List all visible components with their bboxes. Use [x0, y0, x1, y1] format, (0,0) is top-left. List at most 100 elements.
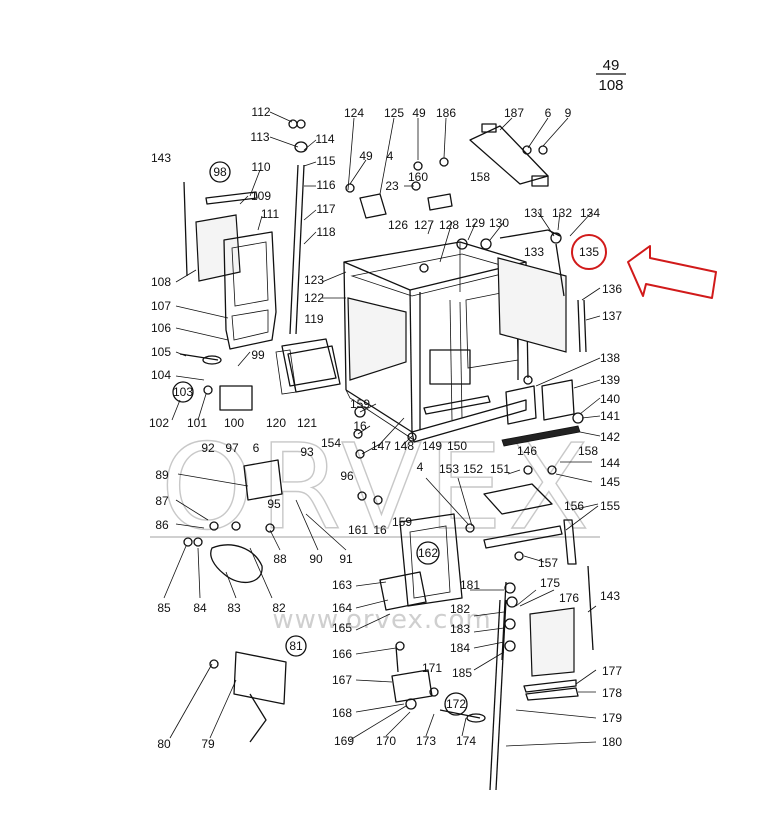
side-window-108: [195, 214, 241, 282]
callout-label-137: 137: [602, 309, 622, 323]
callout-label-134: 134: [580, 206, 600, 220]
svg-text:162: 162: [418, 546, 438, 560]
handle-105: [179, 353, 219, 361]
callout-label-99: 99: [251, 348, 265, 362]
callout-label-92: 92: [201, 441, 215, 455]
cab-floor-rail: [411, 399, 527, 443]
callout-label-176: 176: [559, 591, 579, 605]
callout-label-6: 6: [253, 441, 260, 455]
callout-label-160: 160: [408, 170, 428, 184]
floor-bar-149: [423, 395, 491, 415]
callout-label-49: 49: [359, 149, 373, 163]
rear-window-133: [497, 257, 567, 353]
svg-text:81: 81: [289, 639, 303, 653]
callout-label-141: 141: [600, 409, 620, 423]
panel-120: [287, 345, 341, 393]
callout-label-100: 100: [224, 416, 244, 430]
post-156: [563, 519, 577, 565]
circled-label-162: [416, 541, 440, 565]
callout-label-123: 123: [304, 273, 324, 287]
callout-label-112: 112: [251, 105, 270, 119]
column-117: [289, 164, 299, 335]
callout-label-147: 147: [371, 439, 391, 453]
callout-label-124: 124: [344, 106, 364, 120]
callout-label-146: 146: [517, 444, 537, 458]
callout-label-16: 16: [353, 419, 367, 433]
strip-178: [525, 687, 579, 701]
callout-label-139: 139: [600, 373, 620, 387]
callout-label-104: 104: [151, 368, 171, 382]
mirror-83: [210, 544, 263, 584]
callout-label-154: 154: [321, 436, 341, 450]
circled-label-98: [209, 161, 231, 183]
strip-136: [577, 299, 581, 353]
callout-label-170: 170: [376, 734, 396, 748]
callout-label-120: 120: [266, 416, 286, 430]
callout-label-168: 168: [332, 706, 352, 720]
leader-lines: [163, 111, 601, 747]
callout-label-183: 183: [450, 622, 470, 636]
callout-label-143: 143: [600, 589, 620, 603]
callout-label-166: 166: [332, 647, 352, 661]
callout-label-93: 93: [300, 445, 314, 459]
callout-label-90: 90: [309, 552, 323, 566]
cap-113: [294, 141, 308, 153]
callout-label-171: 171: [422, 661, 442, 675]
rail-155: [483, 525, 563, 549]
callout-label-131: 131: [524, 206, 544, 220]
callout-label-177: 177: [602, 664, 622, 678]
callout-label-165: 165: [332, 621, 352, 635]
circled-label-103: [172, 381, 194, 403]
callout-label-159: 159: [392, 515, 412, 529]
door-frame-162: [399, 513, 463, 607]
callout-label-96: 96: [340, 469, 354, 483]
rod-143-left: [183, 181, 188, 277]
callout-label-107: 107: [151, 299, 171, 313]
plate-160: [427, 193, 453, 211]
callout-label-88: 88: [273, 552, 287, 566]
callout-label-179: 179: [602, 711, 622, 725]
callout-label-109: 109: [251, 189, 271, 203]
latch-100: [219, 385, 253, 411]
callout-label-173: 173: [416, 734, 436, 748]
strip-177: [523, 679, 577, 693]
rod-143-right: [587, 565, 594, 651]
callout-label-110: 110: [251, 160, 270, 174]
callout-label-130: 130: [489, 216, 509, 230]
callout-label-155: 155: [600, 499, 620, 513]
callout-label-9: 9: [565, 106, 572, 120]
callout-label-4: 4: [417, 460, 424, 474]
callout-label-113: 113: [250, 130, 269, 144]
callout-label-182: 182: [450, 602, 470, 616]
callout-label-16: 16: [373, 523, 387, 537]
strip-110: [205, 191, 258, 205]
callout-label-178: 178: [602, 686, 622, 700]
svg-text:98: 98: [213, 165, 227, 179]
panel-119: [281, 338, 337, 387]
cab-front-post-right: [409, 289, 413, 433]
callout-label-143: 143: [151, 151, 171, 165]
callout-label-145: 145: [600, 475, 620, 489]
panel-138: [505, 385, 537, 425]
callout-label-159: 159: [350, 397, 370, 411]
part-highlight: [571, 234, 717, 299]
callout-label-111: 111: [261, 207, 280, 221]
highlighted-part-label: 135: [579, 245, 599, 259]
watermark-url: www.orvex.com: [272, 605, 491, 635]
callout-label-169: 169: [334, 734, 354, 748]
page-number: 49 108: [596, 57, 626, 94]
callout-label-83: 83: [227, 601, 241, 615]
panel-139: [541, 379, 575, 421]
strip-137: [583, 299, 587, 353]
callout-label-132: 132: [552, 206, 572, 220]
door-frame-107: [223, 231, 277, 350]
callout-label-116: 116: [316, 178, 335, 192]
page-number-total: 108: [598, 77, 623, 94]
circled-label-172: [444, 692, 468, 716]
callout-label-181: 181: [460, 578, 480, 592]
plate-125: [359, 193, 387, 219]
callout-label-95: 95: [267, 497, 281, 511]
callout-label-118: 118: [316, 225, 335, 239]
